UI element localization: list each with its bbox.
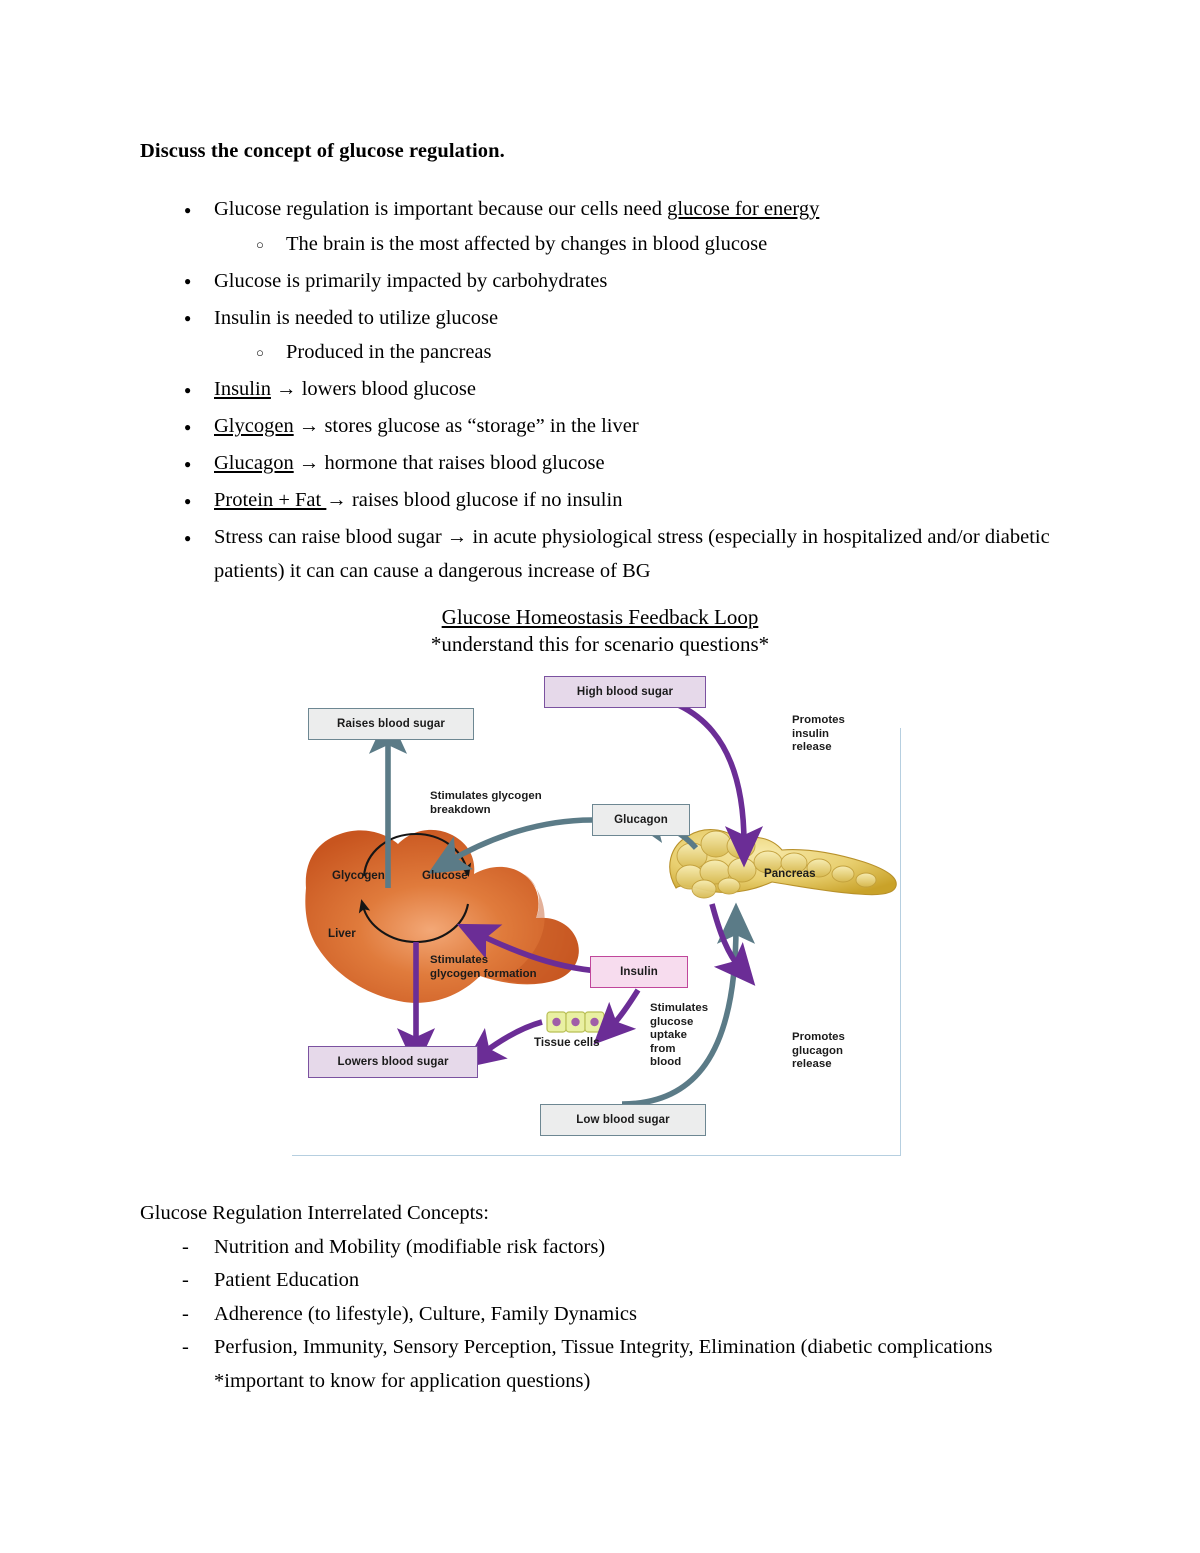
- arrow-insulin-to-cells: [593, 988, 641, 1045]
- bullet-text: → hormone that raises blood glucose: [293, 452, 605, 474]
- page-title: Discuss the concept of glucose regulatio…: [140, 140, 505, 162]
- bullet-text: → lowers blood glucose: [270, 378, 476, 400]
- label-tissue-cells: Tissue cells: [534, 1036, 600, 1049]
- main-bullet-list: Glucose regulation is important because …: [140, 193, 1060, 588]
- list-item: Produced in the pancreas: [214, 336, 1060, 370]
- label-liver: Liver: [328, 927, 356, 940]
- list-item: Glucose is primarily impacted by carbohy…: [140, 264, 1060, 299]
- list-item: Glycogen → stores glucose as “storage” i…: [140, 410, 1060, 444]
- liver-illustration: [305, 829, 579, 1003]
- bullet-text: → raises blood glucose if no insulin: [326, 489, 623, 511]
- sub-bullet-list: Produced in the pancreas: [214, 336, 1060, 370]
- bullet-underlined-text: glucose for energy: [667, 198, 820, 220]
- list-item: Insulin → lowers blood glucose: [140, 373, 1060, 407]
- glucose-homeostasis-diagram: High blood sugar Raises blood sugar Gluc…: [292, 676, 902, 1158]
- node-raises-blood-sugar[interactable]: Raises blood sugar: [308, 708, 474, 740]
- list-item: Stress can raise blood sugar → in acute …: [140, 521, 1060, 588]
- arrow-glucagon-to-liver: [427, 817, 593, 874]
- figure-subtitle: *understand this for scenario questions*: [430, 632, 770, 656]
- list-item: Perfusion, Immunity, Sensory Perception,…: [140, 1331, 1060, 1398]
- pancreas-illustration: [669, 829, 897, 899]
- arrow-cells-to-lowers: [463, 1019, 543, 1069]
- section-intro: Glucose Regulation Interrelated Concepts…: [140, 1202, 489, 1224]
- figure-title: Glucose Homeostasis Feedback Loop *under…: [0, 604, 1200, 658]
- node-low-blood-sugar[interactable]: Low blood sugar: [540, 1104, 706, 1136]
- list-item: Glucose regulation is important because …: [140, 193, 1060, 262]
- term-glucagon: Glucagon: [214, 452, 294, 474]
- node-glucagon[interactable]: Glucagon: [592, 804, 690, 836]
- node-lowers-blood-sugar[interactable]: Lowers blood sugar: [308, 1046, 478, 1078]
- node-high-blood-sugar[interactable]: High blood sugar: [544, 676, 706, 708]
- label-glycogen: Glycogen: [332, 869, 385, 882]
- list-item: The brain is the most affected by change…: [214, 228, 1060, 262]
- list-item: Glucagon → hormone that raises blood glu…: [140, 447, 1060, 481]
- tissue-cells-illustration: [546, 1011, 605, 1033]
- node-insulin[interactable]: Insulin: [590, 956, 688, 988]
- term-protein-fat: Protein + Fat: [214, 489, 327, 511]
- list-item: Insulin is needed to utilize glucose Pro…: [140, 301, 1060, 370]
- list-item: Adherence (to lifestyle), Culture, Famil…: [140, 1298, 1060, 1332]
- arrow-pancreas-to-insulin: [709, 903, 756, 986]
- bullet-text: Glucose regulation is important because …: [214, 198, 668, 220]
- interrelated-concepts-section: Glucose Regulation Interrelated Concepts…: [140, 1197, 1060, 1398]
- term-glycogen: Glycogen: [214, 415, 294, 437]
- list-item: Protein + Fat → raises blood glucose if …: [140, 484, 1060, 518]
- bullet-text: Insulin is needed to utilize glucose: [214, 306, 499, 329]
- list-item: Patient Education: [140, 1264, 1060, 1298]
- term-insulin: Insulin: [214, 378, 271, 400]
- list-item: Nutrition and Mobility (modifiable risk …: [140, 1231, 1060, 1265]
- concepts-list: Nutrition and Mobility (modifiable risk …: [140, 1231, 1060, 1399]
- figure-block: Glucose Homeostasis Feedback Loop *under…: [0, 604, 1200, 1156]
- notes-body: Discuss the concept of glucose regulatio…: [140, 140, 1060, 592]
- sub-bullet-list: The brain is the most affected by change…: [214, 228, 1060, 262]
- figure-title-text: Glucose Homeostasis Feedback Loop: [441, 605, 759, 629]
- bullet-text: → stores glucose as “storage” in the liv…: [293, 415, 639, 437]
- label-glucose: Glucose: [422, 869, 468, 882]
- label-pancreas: Pancreas: [764, 867, 816, 880]
- diagram-graphics: [305, 689, 897, 1107]
